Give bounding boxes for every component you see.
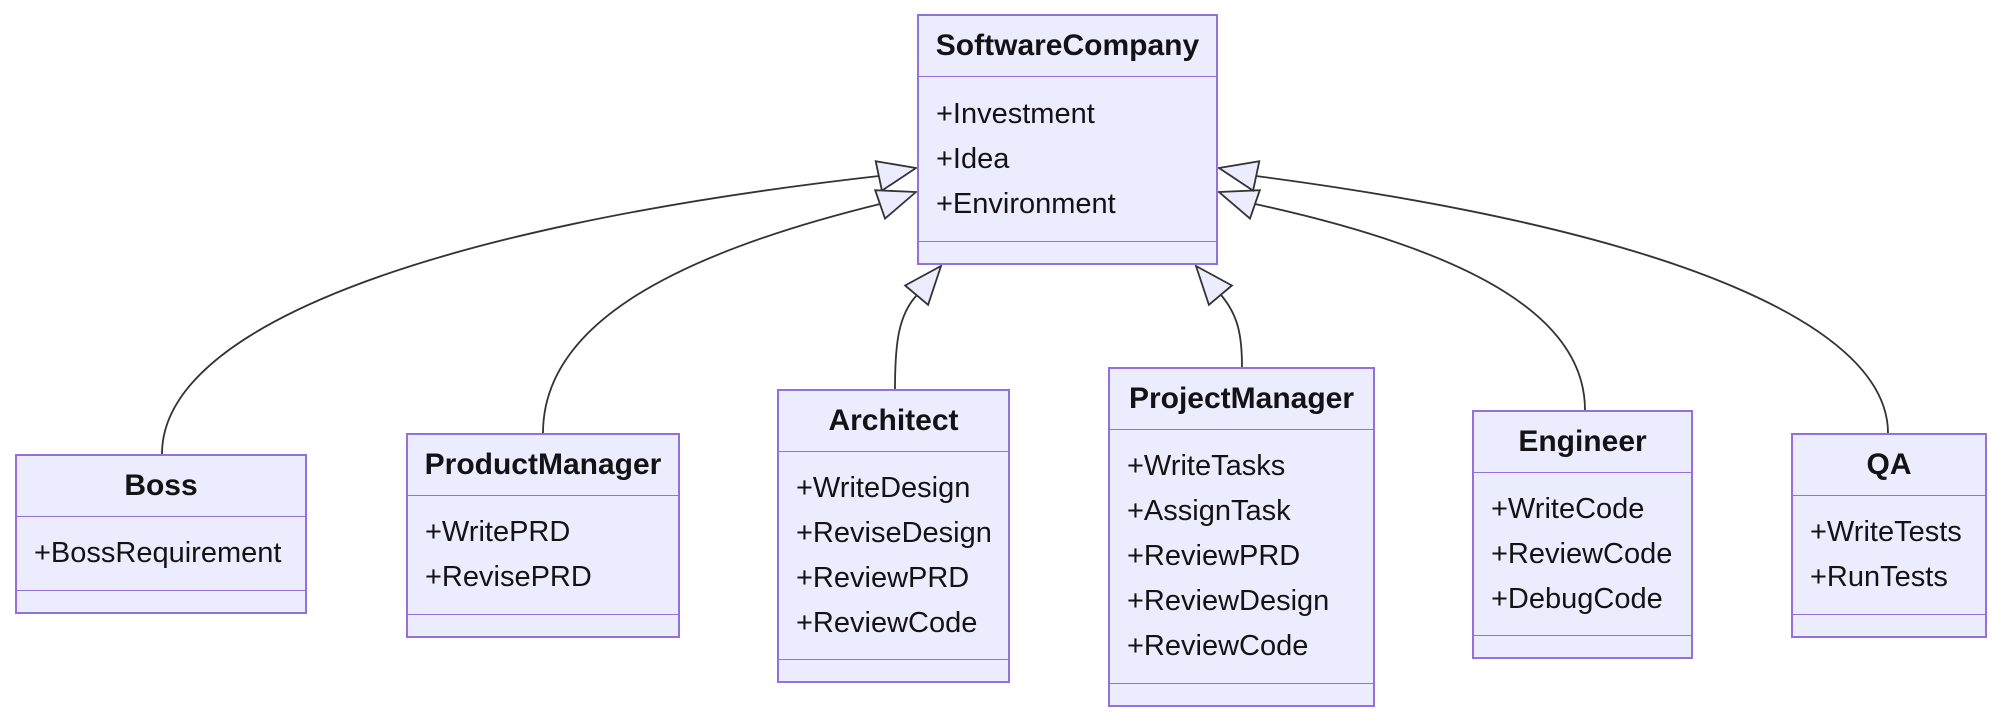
hollow-triangle-arrowhead <box>903 264 943 307</box>
class-title-engineer: Engineer <box>1474 412 1691 473</box>
hollow-triangle-arrowhead <box>1216 189 1262 221</box>
class-title-qa: QA <box>1793 435 1985 496</box>
class-attributes-boss: +BossRequirement <box>17 517 305 590</box>
class-box-boss: Boss +BossRequirement <box>15 454 307 614</box>
class-attributes-architect: +WriteDesign +ReviseDesign +ReviewPRD +R… <box>779 452 1008 659</box>
class-title-productmanager: ProductManager <box>408 435 678 496</box>
class-methods-empty-section <box>1793 614 1985 636</box>
hollow-triangle-arrowhead <box>874 160 919 193</box>
class-methods-empty-section <box>17 590 305 612</box>
class-attribute: +DebugCode <box>1491 582 1663 615</box>
class-attribute: +WriteTasks <box>1127 450 1286 482</box>
class-box-architect: Architect +WriteDesign +ReviseDesign +Re… <box>777 389 1010 683</box>
class-attribute: +ReviewCode <box>796 606 978 639</box>
class-attribute: +ReviseDesign <box>796 516 992 549</box>
class-attribute: +Environment <box>936 187 1116 220</box>
class-box-productmanager: ProductManager +WritePRD +RevisePRD <box>406 433 680 638</box>
class-methods-empty-section <box>919 241 1216 263</box>
hollow-triangle-arrowhead <box>1216 160 1261 193</box>
class-attribute: +WriteTests <box>1810 516 1962 548</box>
class-methods-empty-section <box>1474 635 1691 657</box>
class-methods-empty-section <box>1110 683 1373 705</box>
class-methods-empty-section <box>779 659 1008 681</box>
class-title-softwarecompany: SoftwareCompany <box>919 16 1216 77</box>
class-methods-empty-section <box>408 614 678 636</box>
class-attribute: +ReviewCode <box>1127 630 1309 662</box>
class-box-projectmanager: ProjectManager +WriteTasks +AssignTask +… <box>1108 367 1375 707</box>
class-attribute: +RunTests <box>1810 561 1948 593</box>
class-attribute: +RevisePRD <box>425 561 592 593</box>
class-attribute: +WriteCode <box>1491 492 1645 525</box>
class-attributes-engineer: +WriteCode +ReviewCode +DebugCode <box>1474 473 1691 635</box>
class-box-qa: QA +WriteTests +RunTests <box>1791 433 1987 638</box>
class-attribute: +Idea <box>936 142 1010 175</box>
class-box-engineer: Engineer +WriteCode +ReviewCode +DebugCo… <box>1472 410 1693 659</box>
inheritance-edge-qa-to-softwarecompany <box>1255 175 1889 434</box>
class-attribute: +ReviewPRD <box>1127 540 1301 572</box>
inheritance-edge-productmanager-to-softwarecompany <box>542 203 881 434</box>
hollow-triangle-arrowhead <box>873 189 919 221</box>
inheritance-edge-architect-to-softwarecompany <box>894 294 918 390</box>
class-attribute: +WritePRD <box>425 516 571 548</box>
class-title-projectmanager: ProjectManager <box>1110 369 1373 430</box>
class-attributes-projectmanager: +WriteTasks +AssignTask +ReviewPRD +Revi… <box>1110 430 1373 683</box>
class-attribute: +BossRequirement <box>34 537 282 569</box>
class-attribute: +AssignTask <box>1127 495 1291 527</box>
class-attribute: +Investment <box>936 97 1095 130</box>
inheritance-edge-boss-to-softwarecompany <box>161 175 880 455</box>
class-attribute: +ReviewDesign <box>1127 585 1330 617</box>
inheritance-edge-projectmanager-to-softwarecompany <box>1220 294 1243 368</box>
class-attributes-productmanager: +WritePRD +RevisePRD <box>408 496 678 614</box>
class-attributes-softwarecompany: +Investment +Idea +Environment <box>919 77 1216 241</box>
hollow-triangle-arrowhead <box>1194 264 1234 307</box>
class-attribute: +ReviewPRD <box>796 561 970 594</box>
class-attribute: +ReviewCode <box>1491 537 1673 570</box>
class-title-architect: Architect <box>779 391 1008 452</box>
class-attribute: +WriteDesign <box>796 471 971 504</box>
class-title-boss: Boss <box>17 456 305 517</box>
inheritance-edge-engineer-to-softwarecompany <box>1254 203 1586 411</box>
class-box-softwarecompany: SoftwareCompany +Investment +Idea +Envir… <box>917 14 1218 265</box>
class-attributes-qa: +WriteTests +RunTests <box>1793 496 1985 614</box>
